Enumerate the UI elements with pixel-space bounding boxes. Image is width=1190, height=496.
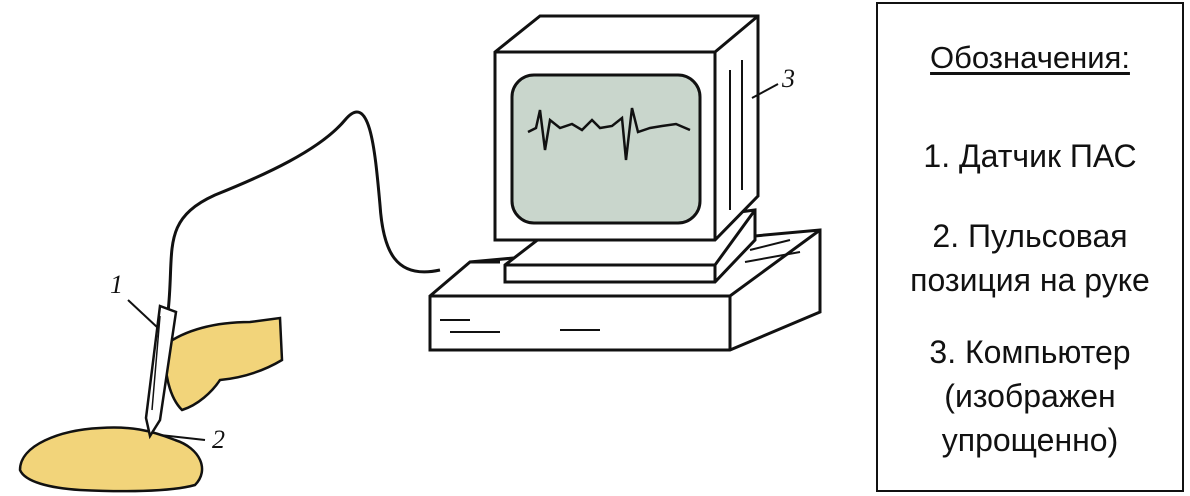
callout-2: 2 xyxy=(212,425,225,454)
callout-1: 1 xyxy=(110,270,123,299)
pulse-sensor xyxy=(144,304,178,440)
pulse-measurement-illustration xyxy=(18,14,822,493)
legend-box: Обозначения: 1. Датчик ПАС 2. Пульсовая … xyxy=(876,2,1184,492)
callout-3-leader xyxy=(751,83,779,99)
legend-item-computer: 3. Компьютер (изображен упрощенно) xyxy=(929,334,1131,458)
legend-item-sensor: 1. Датчик ПАС xyxy=(923,138,1137,174)
monitor-screen xyxy=(510,73,702,225)
holding-hand xyxy=(163,316,284,412)
pulse-waveform xyxy=(527,107,691,161)
legend-item-pulse-position: 2. Пульсовая позиция на руке xyxy=(910,218,1150,298)
legend-title: Обозначения: xyxy=(930,40,1130,75)
callout-2-leader xyxy=(159,434,206,441)
wrist-hand xyxy=(18,426,204,493)
callout-3: 3 xyxy=(782,64,795,93)
sensor-cable xyxy=(166,110,441,313)
callout-1-leader xyxy=(127,299,159,329)
